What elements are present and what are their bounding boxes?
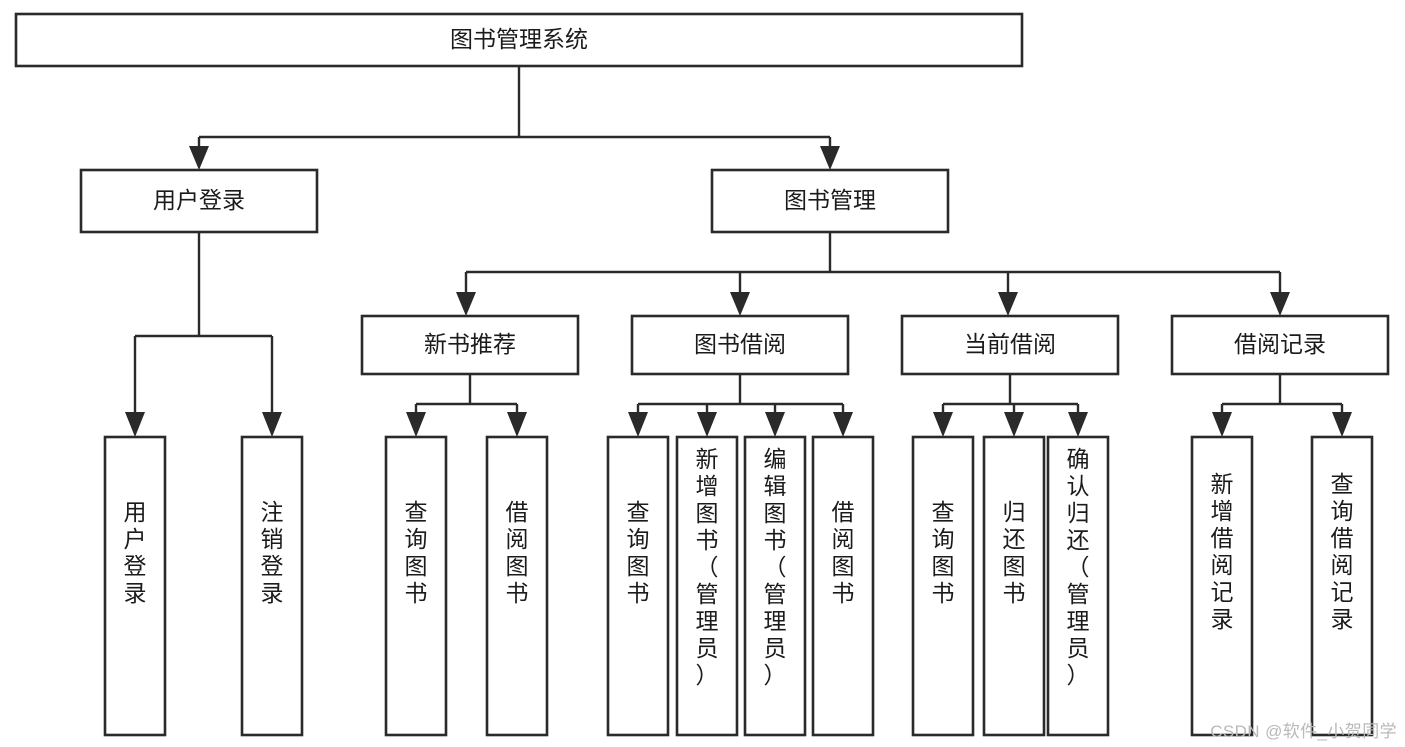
node-leaf-user-login-box [103, 435, 167, 737]
node-current-borrow-label: 当前借阅 [964, 331, 1056, 357]
node-borrow-records[interactable]: 借阅记录 [1170, 314, 1390, 376]
node-book-management[interactable]: 图书管理 [710, 168, 950, 234]
node-root-box [14, 12, 1024, 68]
arrow-head-book-management [820, 146, 840, 170]
arrow-head-leaf-edit-book-admin [765, 412, 785, 437]
node-leaf-borrow-book-label: 借阅图书 [832, 499, 855, 606]
arrow-head-leaf-user-login [125, 412, 145, 437]
node-book-management-box [710, 168, 950, 234]
node-leaf-add-book-admin[interactable]: 新增图书（管理员） [675, 435, 739, 737]
node-new-book-recommend[interactable]: 新书推荐 [360, 314, 580, 376]
node-new-book-recommend-box [360, 314, 580, 376]
node-leaf-query-book-recommend-box [384, 435, 448, 737]
arrow-head-current-borrow [998, 292, 1018, 316]
node-leaf-add-borrow-record[interactable]: 新增借阅记录 [1190, 435, 1254, 737]
arrow-head-leaf-query-borrow-record [1332, 412, 1352, 437]
node-borrow-records-label: 借阅记录 [1234, 331, 1326, 357]
node-leaf-return-book-label: 归还图书 [1003, 499, 1026, 606]
node-leaf-query-borrow-record[interactable]: 查询借阅记录 [1310, 435, 1374, 737]
arrow-head-leaf-return-book [1004, 412, 1024, 437]
node-leaf-borrow-book[interactable]: 借阅图书 [811, 435, 875, 737]
node-user-login-box [79, 168, 319, 234]
node-leaf-user-login-label: 用户登录 [124, 499, 147, 606]
node-leaf-return-book-box [982, 435, 1046, 737]
node-leaf-user-logout-box [240, 435, 304, 737]
node-leaf-add-borrow-record-box [1190, 435, 1254, 737]
node-current-borrow-box [900, 314, 1120, 376]
arrow-head-leaf-add-book-admin [697, 412, 717, 437]
node-user-login[interactable]: 用户登录 [79, 168, 319, 234]
node-leaf-query-book-recommend-label: 查询图书 [405, 499, 428, 606]
node-leaf-borrow-book-recommend-box [485, 435, 549, 737]
arrow-head-leaf-borrow-book-recommend [507, 412, 527, 437]
node-leaf-query-book-borrow[interactable]: 查询图书 [606, 435, 670, 737]
node-leaf-query-borrow-record-label: 查询借阅记录 [1331, 471, 1354, 632]
node-leaf-confirm-return-admin-box [1046, 435, 1110, 737]
node-user-login-label: 用户登录 [153, 187, 245, 213]
node-leaf-user-logout-label: 注销登录 [261, 499, 284, 606]
arrow-head-book-borrow [730, 292, 750, 316]
node-leaf-query-book-current-box [911, 435, 975, 737]
arrow-head-leaf-borrow-book [833, 412, 853, 437]
arrow-head-leaf-confirm-return-admin [1068, 412, 1088, 437]
connector-layer [125, 66, 1352, 437]
node-borrow-records-box [1170, 314, 1390, 376]
arrow-head-leaf-add-borrow-record [1212, 412, 1232, 437]
node-leaf-confirm-return-admin-label: 确认归还（管理员） [1067, 446, 1090, 688]
node-leaf-return-book[interactable]: 归还图书 [982, 435, 1046, 737]
node-leaf-query-book-current-label: 查询图书 [932, 499, 955, 606]
node-leaf-add-book-admin-box [675, 435, 739, 737]
node-current-borrow[interactable]: 当前借阅 [900, 314, 1120, 376]
node-leaf-edit-book-admin-box [743, 435, 807, 737]
arrow-head-leaf-query-book-recommend [406, 412, 426, 437]
node-leaf-query-book-borrow-label: 查询图书 [627, 499, 650, 606]
node-leaf-query-book-recommend[interactable]: 查询图书 [384, 435, 448, 737]
node-leaf-edit-book-admin[interactable]: 编辑图书（管理员） [743, 435, 807, 737]
node-leaf-borrow-book-recommend-label: 借阅图书 [506, 499, 529, 606]
node-root[interactable]: 图书管理系统 [14, 12, 1024, 68]
node-leaf-borrow-book-box [811, 435, 875, 737]
node-leaf-edit-book-admin-label: 编辑图书（管理员） [764, 446, 787, 688]
arrow-head-leaf-query-book-borrow [628, 412, 648, 437]
node-book-management-label: 图书管理 [784, 187, 876, 213]
node-leaf-confirm-return-admin[interactable]: 确认归还（管理员） [1046, 435, 1110, 737]
arrow-head-leaf-query-book-current [933, 412, 953, 437]
node-leaf-add-borrow-record-label: 新增借阅记录 [1211, 471, 1234, 632]
node-leaf-query-book-current[interactable]: 查询图书 [911, 435, 975, 737]
arrow-head-user-login [189, 146, 209, 170]
node-leaf-borrow-book-recommend[interactable]: 借阅图书 [485, 435, 549, 737]
node-leaf-query-book-borrow-box [606, 435, 670, 737]
node-leaf-user-logout[interactable]: 注销登录 [240, 435, 304, 737]
csdn-watermark: CSDN @软件_小贺同学 [1210, 722, 1397, 741]
node-new-book-recommend-label: 新书推荐 [424, 331, 516, 357]
arrow-head-new-book-recommend [456, 292, 476, 316]
node-book-borrow[interactable]: 图书借阅 [630, 314, 850, 376]
node-book-borrow-box [630, 314, 850, 376]
node-book-borrow-label: 图书借阅 [694, 331, 786, 357]
node-leaf-user-login[interactable]: 用户登录 [103, 435, 167, 737]
node-leaf-query-borrow-record-box [1310, 435, 1374, 737]
arrow-head-leaf-user-logout [262, 412, 282, 437]
arrow-head-borrow-records [1270, 292, 1290, 316]
node-root-label: 图书管理系统 [450, 26, 588, 52]
node-leaf-add-book-admin-label: 新增图书（管理员） [696, 446, 719, 688]
